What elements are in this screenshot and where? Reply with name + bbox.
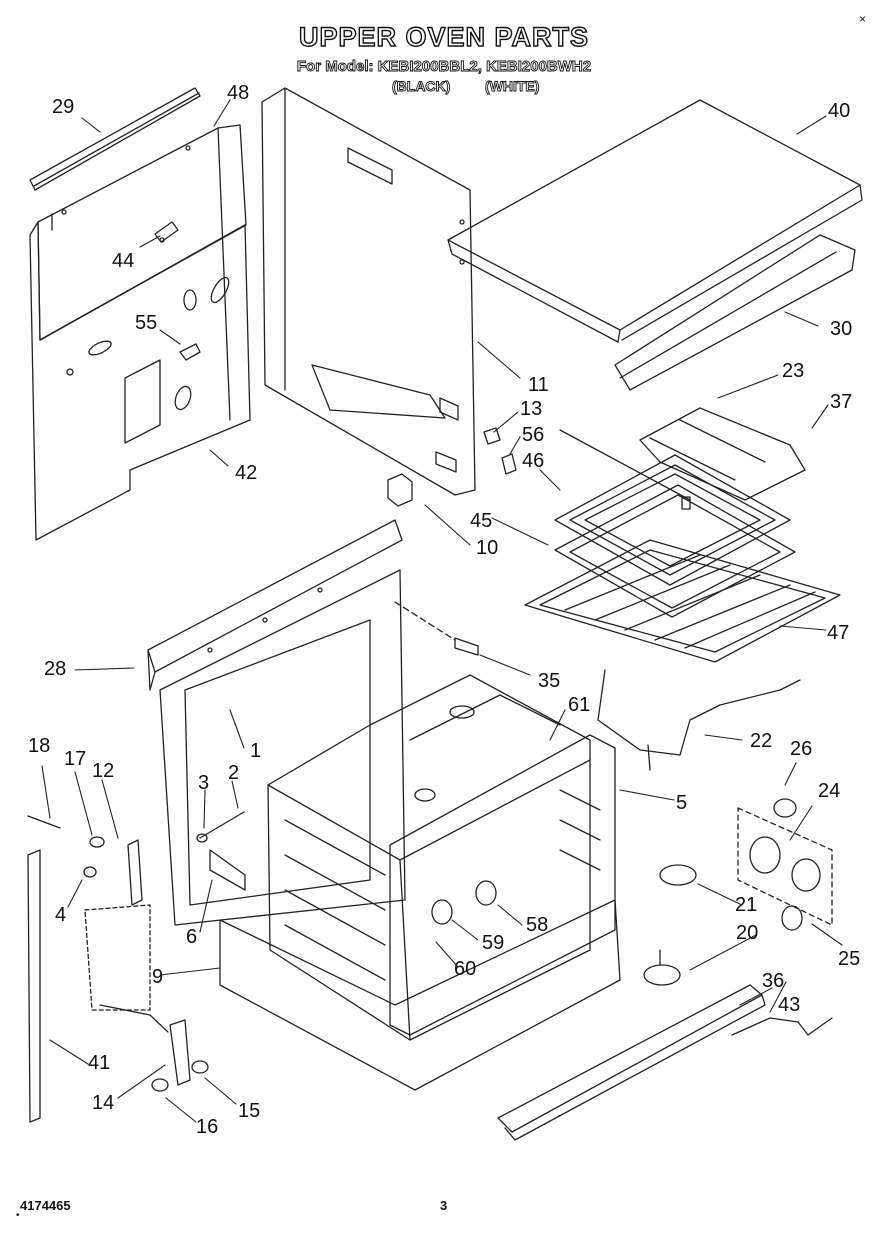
callout-26: 26	[790, 738, 813, 760]
callout-4: 4	[55, 904, 67, 926]
callout-56: 56	[522, 424, 545, 446]
trim-strip-29	[29, 87, 201, 191]
callout-40: 40	[828, 100, 851, 122]
callout-14: 14	[92, 1092, 115, 1114]
callout-55: 55	[135, 312, 158, 334]
callout-24: 24	[818, 780, 841, 802]
callout-47: 47	[827, 622, 850, 644]
white-label: (WHITE)	[485, 78, 540, 95]
small-parts	[483, 427, 517, 475]
document-number: 4174465	[20, 1198, 71, 1213]
model-line: For Model: KEBI200BBL2, KEBI200BWH2	[296, 58, 592, 76]
callout-29: 29	[52, 96, 75, 118]
callout-60: 60	[454, 958, 477, 980]
page-title: UPPER OVEN PARTS	[298, 21, 590, 52]
callout-2: 2	[228, 762, 240, 784]
leader-lines	[41, 99, 843, 1123]
callout-37: 37	[830, 391, 853, 413]
light-assembly-24	[737, 798, 833, 931]
fasteners	[196, 811, 246, 891]
callout-28: 28	[44, 658, 67, 680]
callout-44: 44	[112, 250, 135, 272]
callout-20: 20	[736, 922, 759, 944]
callout-42: 42	[235, 462, 258, 484]
callout-30: 30	[830, 318, 853, 340]
callout-18: 18	[28, 735, 51, 757]
callout-25: 25	[838, 948, 861, 970]
callout-17: 17	[64, 748, 87, 770]
callout-16: 16	[196, 1116, 219, 1138]
callout-11: 11	[528, 374, 549, 396]
callout-9: 9	[152, 966, 164, 988]
bottom-trim-36	[497, 984, 766, 1141]
callout-36: 36	[762, 970, 785, 992]
gasket-strip-41	[27, 849, 41, 1123]
oven-rack-45	[554, 484, 796, 618]
front-frame-1	[147, 519, 406, 926]
drain-parts	[643, 864, 697, 986]
black-label: (BLACK)	[392, 78, 451, 95]
callout-12: 12	[92, 760, 115, 782]
clip-10	[387, 473, 413, 507]
hinge-parts	[27, 815, 209, 1092]
callout-1: 1	[250, 740, 262, 762]
oven-cavity-5	[267, 674, 616, 1041]
side-panel-11	[261, 87, 476, 496]
rear-panel-48	[37, 124, 247, 421]
callout-15: 15	[238, 1100, 261, 1122]
bake-element-22	[597, 669, 801, 771]
wire-rack-47	[524, 539, 841, 663]
lamps-58-59	[431, 880, 497, 925]
top-panel-40	[447, 99, 863, 343]
callout-21: 21	[735, 894, 758, 916]
sensor-35	[394, 601, 479, 656]
broil-element-23	[559, 407, 806, 510]
callout-59: 59	[482, 932, 505, 954]
callout-5: 5	[676, 792, 688, 814]
callout-35: 35	[538, 670, 561, 692]
callout-45: 45	[470, 510, 493, 532]
corner-dot: •	[16, 1210, 20, 1221]
probe-43	[731, 1017, 833, 1036]
callout-22: 22	[750, 730, 773, 752]
callout-3: 3	[198, 772, 210, 794]
callout-13: 13	[520, 398, 543, 420]
callout-43: 43	[778, 994, 801, 1016]
base-9	[219, 899, 621, 1091]
callout-58: 58	[526, 914, 549, 936]
callout-41: 41	[88, 1052, 111, 1074]
callout-10: 10	[476, 537, 499, 559]
channel-rail-30	[614, 234, 856, 391]
corner-mark: ×	[859, 12, 867, 26]
callout-23: 23	[782, 360, 805, 382]
callout-46: 46	[522, 450, 545, 472]
callout-6: 6	[186, 926, 198, 948]
page-number: 3	[440, 1198, 448, 1213]
callout-61: 61	[568, 694, 591, 716]
back-wall-42	[29, 221, 251, 541]
callout-48: 48	[227, 82, 250, 104]
